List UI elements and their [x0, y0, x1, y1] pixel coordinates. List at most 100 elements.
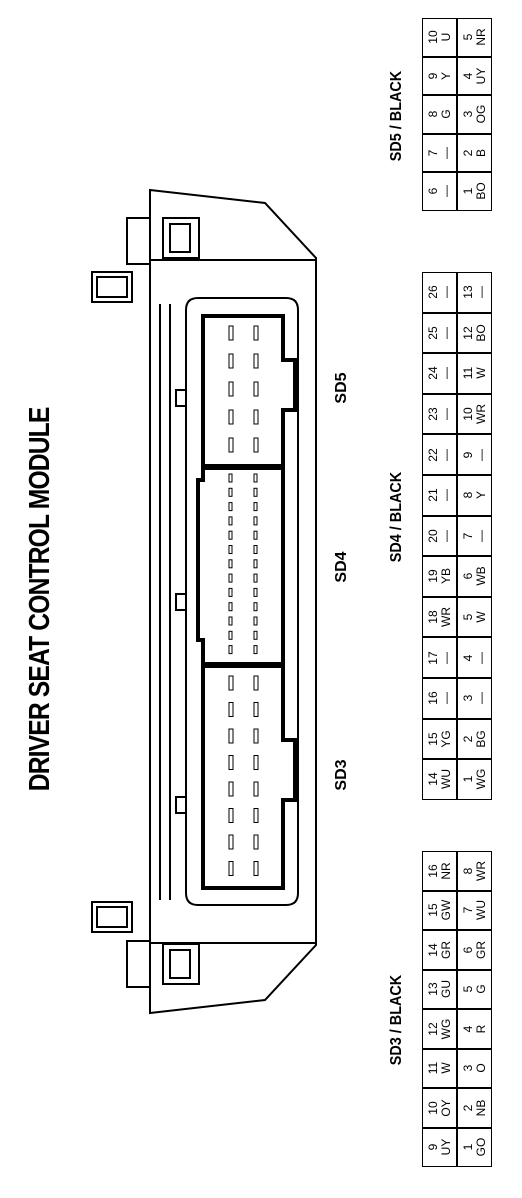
pin-wire-color: WG — [438, 1018, 453, 1040]
sd4-pin-slot — [253, 502, 258, 512]
pin-wire-color: O — [473, 1063, 488, 1073]
sd4-pin-slot — [228, 645, 233, 655]
pin-wire-color: — — [473, 448, 488, 461]
sd4-pin-slot — [228, 587, 233, 597]
pin-number: 12 — [425, 1022, 440, 1036]
pin-number: 3 — [460, 694, 475, 702]
sd3-pin-slot — [253, 861, 259, 876]
pin-wire-color: — — [473, 692, 488, 705]
sd3-pin-slot — [228, 861, 234, 876]
header-sd3: SD3 / BLACK — [388, 974, 405, 1066]
sd4-pin-slot — [228, 545, 233, 554]
pin-number: 15 — [425, 903, 440, 917]
pin-wire-color: WR — [473, 404, 488, 425]
pin-wire-color: Y — [473, 491, 488, 500]
sd5-pin-slot — [253, 353, 259, 369]
sd5-pin-cell: 6— — [422, 172, 457, 211]
pin-wire-color: OG — [473, 104, 488, 124]
pin-number: 16 — [425, 864, 440, 878]
pin-number: 4 — [460, 72, 475, 80]
nub-1 — [175, 389, 187, 407]
pin-number: 26 — [425, 285, 440, 299]
bottom-ear-outer — [126, 940, 151, 988]
pin-wire-color: GO — [473, 1137, 488, 1157]
pin-number: 15 — [425, 732, 440, 746]
pin-wire-color: — — [473, 651, 488, 664]
sd3-pin-slot — [228, 755, 234, 770]
sd4-pin-slot — [228, 616, 233, 626]
pin-wire-color: WU — [438, 769, 453, 790]
sd4-pin-slot — [253, 573, 258, 583]
pin-number: 11 — [460, 367, 475, 380]
top-ear-inner2 — [169, 223, 191, 253]
sd4-pin-slot — [228, 602, 233, 612]
pin-number: 9 — [460, 451, 475, 459]
pin-number: 20 — [425, 529, 440, 543]
sd4-pin-slot — [253, 530, 258, 540]
sd4-pin-slot — [228, 573, 233, 583]
pin-wire-color: — — [473, 529, 488, 542]
pin-wire-color: WU — [473, 900, 488, 921]
sd4-pin-slot — [253, 545, 258, 554]
pin-number: 19 — [425, 569, 440, 584]
sd4-pin-cell: 3— — [457, 678, 492, 719]
pin-number: 10 — [460, 407, 475, 421]
pin-number: 13 — [425, 982, 440, 996]
pin-wire-color: GW — [438, 899, 453, 921]
pin-number: 17 — [425, 651, 440, 665]
pin-number: 23 — [425, 407, 440, 421]
sd4-pin-slot — [253, 630, 258, 640]
pin-wire-color: NR — [473, 28, 488, 46]
pin-number: 5 — [460, 985, 475, 993]
sd5-pin-slot — [253, 381, 259, 397]
pin-wire-color: U — [438, 32, 453, 42]
pin-wire-color: WB — [473, 566, 488, 587]
sd3-pin-slot — [228, 675, 234, 691]
pin-wire-color: G — [473, 984, 488, 994]
pin-number: 25 — [425, 326, 440, 340]
nub-3 — [175, 796, 187, 814]
pin-wire-color: R — [473, 1024, 488, 1034]
sd5-pin-slot — [253, 409, 259, 425]
nub-2 — [175, 593, 187, 611]
sd5-pin-slot — [228, 353, 234, 369]
sd3-pin-slot — [228, 702, 234, 717]
pin-wire-color: — — [438, 489, 453, 502]
sd3-pin-slot — [228, 781, 234, 797]
pin-wire-color: YB — [438, 568, 453, 585]
pin-wire-color: WG — [473, 769, 488, 790]
bottom-latch — [91, 901, 133, 933]
bottom-ear-inner2 — [169, 949, 191, 979]
sd4-pin-cell: 7— — [457, 515, 492, 557]
top-latch-inner — [96, 276, 128, 298]
top-ear-outer — [126, 217, 151, 265]
sd4-pin-slot — [228, 473, 233, 483]
pin-number: 11 — [425, 1062, 440, 1075]
pin-number: 5 — [460, 33, 475, 41]
top-latch — [91, 271, 133, 303]
pin-wire-color: — — [438, 651, 453, 664]
sd5-pin-slot — [228, 409, 234, 425]
sd4-pin-cell: 20— — [422, 515, 457, 557]
pin-number: 8 — [460, 491, 475, 499]
pin-wire-color: — — [438, 326, 453, 339]
pin-number: 9 — [425, 1143, 440, 1151]
sd4-pin-cell: 16— — [422, 678, 457, 719]
sd5-pin-slot — [228, 381, 234, 397]
